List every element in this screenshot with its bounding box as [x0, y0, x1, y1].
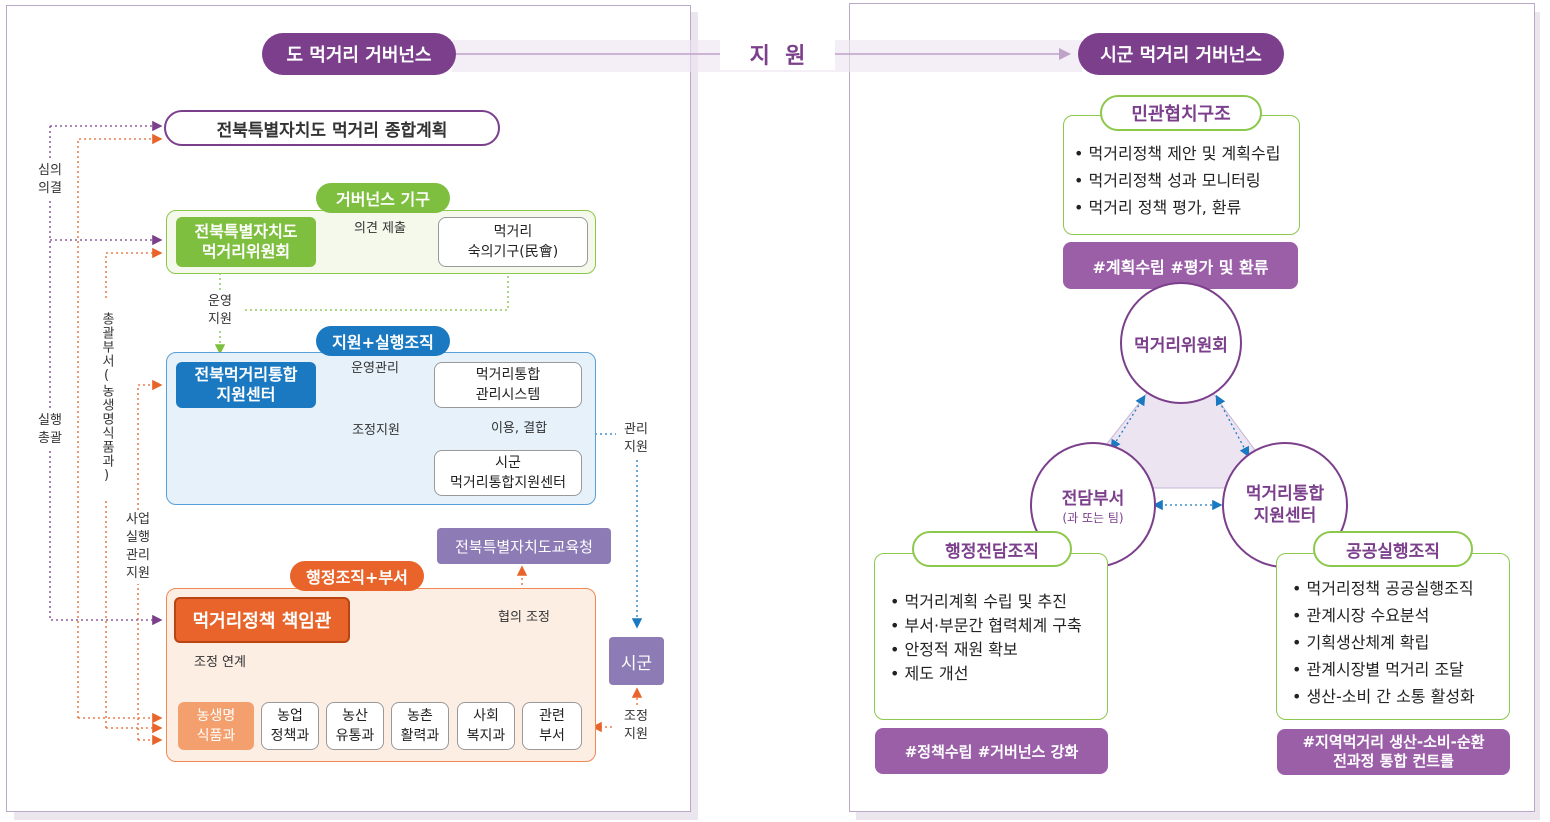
admin-r-title: 행정전담조직	[912, 531, 1072, 567]
dept-box: 농산 유통과	[326, 702, 384, 750]
dept-sub: (과 또는 팀)	[1062, 511, 1124, 525]
public-item: 기획생산체계 확립	[1292, 629, 1507, 656]
admin-title: 행정조직+부서	[290, 561, 424, 591]
side-project-label: 사업 실행 관리 지원	[118, 510, 158, 584]
exec-title: 지원+실행조직	[316, 326, 450, 356]
education-box: 전북특별자치도교육청	[437, 528, 611, 564]
pg-item: 먹거리정책 성과 모니터링	[1074, 167, 1298, 194]
coord-link-label: 조정 연계	[190, 654, 250, 672]
header-left-pill: 도 먹거리 거버넌스	[262, 33, 456, 75]
manage-support-label: 관리 지원	[616, 420, 656, 458]
center-box: 전북먹거리통합 지원센터	[176, 362, 316, 408]
consult-label: 협의 조정	[492, 608, 556, 628]
public-item: 생산-소비 간 소통 활성화	[1292, 683, 1507, 710]
pg-tag: #계획수립 #평가 및 환류	[1063, 242, 1298, 289]
admin-r-item: 제도 개선	[890, 662, 1105, 686]
dept-box: 농생명 식품과	[178, 702, 254, 750]
pg-title: 민관협치구조	[1100, 95, 1262, 131]
use-combine-label: 이용, 결합	[490, 421, 548, 436]
header-right-pill: 시군 먹거리 거버넌스	[1078, 33, 1284, 75]
coord-support2-label: 조정 지원	[616, 706, 656, 746]
public-item: 먹거리정책 공공실행조직	[1292, 575, 1507, 602]
operation-support-label: 운영 지원	[198, 292, 242, 330]
public-title: 공공실행조직	[1313, 531, 1473, 567]
committee-box: 전북특별자치도 먹거리위원회	[176, 217, 316, 267]
city-center-box: 시군 먹거리통합지원센터	[434, 450, 582, 496]
plan-box: 전북특별자치도 먹거리 종합계획	[164, 110, 500, 146]
admin-r-tag: #정책수립 #거버넌스 강화	[875, 728, 1108, 774]
system-box: 먹거리통합 관리시스템	[434, 362, 582, 408]
admin-r-item: 부서·부문간 협력체계 구축	[890, 614, 1105, 638]
officer-box: 먹거리정책 책임관	[174, 597, 350, 643]
dept-box: 사회 복지과	[457, 702, 515, 750]
admin-r-item: 먹거리계획 수립 및 추진	[890, 590, 1105, 614]
pg-item: 먹거리정책 제안 및 계획수립	[1074, 140, 1298, 167]
dept-box: 관련 부서	[522, 702, 582, 750]
coord-support-label: 조정지원	[346, 422, 406, 440]
side-general-label: 총괄부서(농생명식품과)	[95, 298, 117, 498]
dept-box: 농촌 활력과	[391, 702, 449, 750]
governance-title: 거버넌스 기구	[316, 183, 450, 213]
admin-r-list: 먹거리계획 수립 및 추진 부서·부문간 협력체계 구축 안정적 재원 확보 제…	[890, 590, 1105, 686]
city-box: 시군	[609, 637, 664, 685]
public-list: 먹거리정책 공공실행조직 관계시장 수요분석 기획생산체계 확립 관계시장별 먹…	[1292, 575, 1507, 710]
deliberation-box: 먹거리 숙의기구(民會)	[438, 217, 588, 267]
pg-item: 먹거리 정책 평가, 환류	[1074, 194, 1298, 221]
pg-list: 먹거리정책 제안 및 계획수립 먹거리정책 성과 모니터링 먹거리 정책 평가,…	[1074, 140, 1298, 221]
side-exec-label: 실행 총괄	[28, 410, 72, 450]
side-deliberate-label: 심의 의결	[28, 160, 72, 200]
public-item: 관계시장 수요분석	[1292, 602, 1507, 629]
public-item: 관계시장별 먹거리 조달	[1292, 656, 1507, 683]
committee-circle: 먹거리위원회	[1120, 282, 1242, 404]
dept-box: 농업 정책과	[261, 702, 319, 750]
public-tag: #지역먹거리 생산-소비-순환 전과정 통합 컨트롤	[1277, 729, 1510, 775]
opinion-label: 의견 제출	[354, 221, 406, 236]
admin-r-item: 안정적 재원 확보	[890, 638, 1105, 662]
ops-manage-label: 운영관리	[351, 361, 399, 376]
header-mid-label: 지 원	[720, 38, 835, 70]
dept-main: 전담부서	[1061, 489, 1125, 509]
